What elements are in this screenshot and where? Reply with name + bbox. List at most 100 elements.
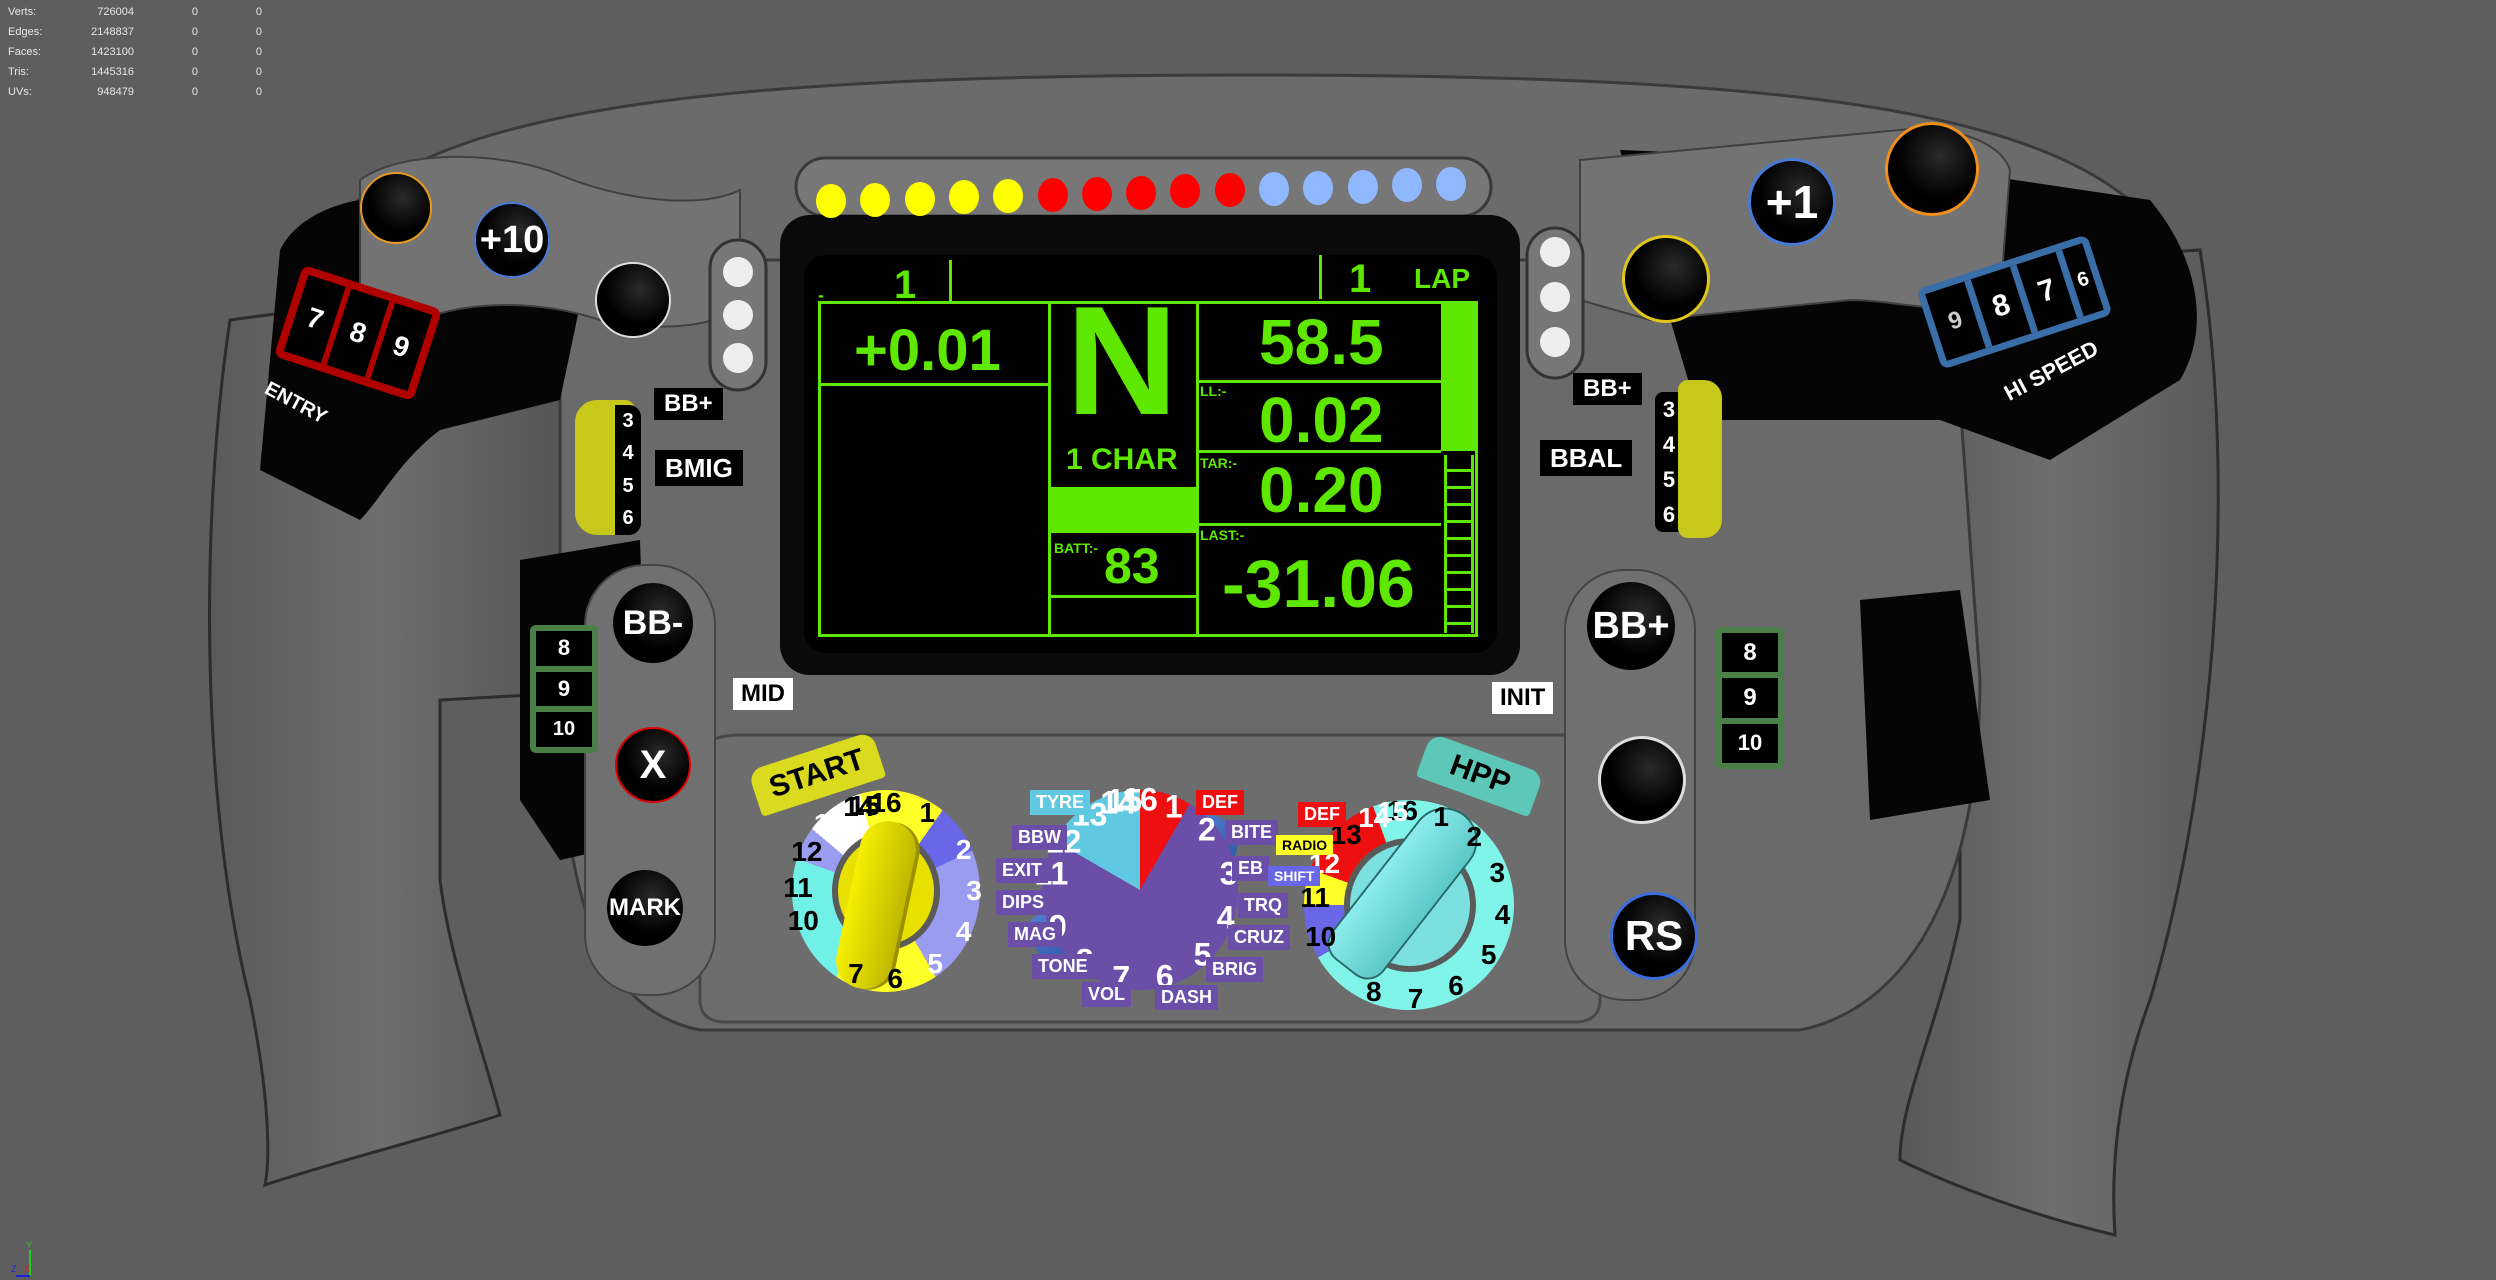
- bbal-label: BBAL: [1540, 440, 1633, 476]
- white-ring-button-left[interactable]: [595, 262, 671, 338]
- dial-number: 3: [966, 875, 982, 906]
- multi-dial-label: BITE: [1225, 820, 1279, 845]
- multi-dial-label: DEF: [1196, 790, 1244, 815]
- left-lower-thumbwheel[interactable]: 8 9 10: [530, 625, 598, 753]
- display-divider: [1048, 595, 1198, 598]
- display-divider: [1196, 523, 1441, 526]
- dial-number: 1: [1164, 788, 1183, 825]
- axis-gizmo: Y X Z: [11, 1240, 32, 1277]
- dial-number: 12: [791, 836, 823, 868]
- dial-number: 13: [813, 807, 845, 839]
- x-button[interactable]: X: [615, 727, 691, 803]
- plus1-button[interactable]: +1: [1748, 158, 1836, 246]
- dial-number: 4: [1494, 898, 1511, 930]
- dial-number: 10: [787, 905, 819, 937]
- dial-number: 14: [843, 791, 875, 823]
- hpp-dial-label-def: DEF: [1298, 802, 1346, 827]
- bb-minus-button[interactable]: BB-: [613, 583, 693, 663]
- bb-plus-button[interactable]: BB+: [1587, 582, 1675, 670]
- shift-light-led: [1347, 169, 1378, 204]
- dial-number: 1: [1433, 800, 1449, 832]
- display-divider: [1319, 255, 1322, 299]
- multi-dial-label: TYRE: [1030, 790, 1091, 815]
- plus10-button[interactable]: +10: [474, 202, 550, 278]
- shift-light-led: [993, 179, 1024, 214]
- display-gear: N: [1066, 274, 1178, 447]
- mark-button[interactable]: MARK: [607, 870, 683, 946]
- display-speed: 58.5: [1259, 306, 1384, 378]
- white-ring-button-right[interactable]: [1598, 736, 1686, 824]
- display-divider: [1196, 450, 1441, 453]
- display-last-label: LAST:-: [1200, 527, 1245, 543]
- dashboard-display: - 1 1 LAP +0.01 N 1 CHAR BATT:- 83 58.5 …: [804, 255, 1497, 653]
- multi-dial-label: DIPS: [996, 890, 1051, 915]
- hpp-dial-label-radio: RADIO: [1276, 835, 1334, 855]
- svg-text:X: X: [24, 1264, 30, 1274]
- yellow-ring-button-right[interactable]: [1622, 235, 1710, 323]
- rs-button[interactable]: RS: [1610, 892, 1698, 980]
- display-delta: +0.01: [854, 318, 1001, 383]
- right-lower-thumbwheel[interactable]: 8 9 10: [1716, 627, 1784, 769]
- display-divider: [949, 260, 952, 304]
- display-lap-label: LAP: [1414, 263, 1470, 294]
- display-batt-label: BATT:-: [1054, 540, 1099, 556]
- display-last-value: -31.06: [1222, 546, 1415, 622]
- dial-number: 2: [955, 833, 972, 865]
- dial-number: 11: [1300, 882, 1331, 914]
- display-ll-label: LL:-: [1200, 383, 1227, 399]
- dial-number: 8: [1365, 976, 1382, 1008]
- dial-number: 14: [1358, 801, 1390, 833]
- dial-number: 15: [1106, 782, 1143, 819]
- dial-number: 6: [1448, 970, 1464, 1002]
- dial-number: 15: [849, 789, 881, 821]
- display-tar-label: TAR:-: [1200, 455, 1238, 471]
- display-divider: [1196, 380, 1441, 383]
- hpp-dial-label-shift: SHIFT: [1268, 866, 1321, 886]
- dial-number: 15: [1377, 796, 1409, 828]
- dial-number: 3: [1489, 856, 1506, 888]
- shift-light-led: [860, 182, 891, 217]
- svg-text:Y: Y: [26, 1240, 32, 1250]
- shift-light-led: [904, 181, 935, 216]
- orange-ring-button-right[interactable]: [1885, 122, 1979, 216]
- display-tar-value: 0.20: [1259, 454, 1384, 526]
- dial-number: 4: [955, 916, 972, 948]
- display-vertical-gauge-fill: [1441, 301, 1478, 451]
- multi-dial-label: VOL: [1082, 982, 1132, 1007]
- dial-number: 1: [919, 797, 936, 829]
- display-bar-fill: [1048, 487, 1198, 533]
- bbal-thumbwheel-knob[interactable]: [1678, 380, 1722, 538]
- display-grid: [818, 301, 1478, 637]
- dial-number: 16: [870, 787, 902, 818]
- multi-dial-label: TONE: [1032, 954, 1094, 979]
- multi-dial-label: DASH: [1155, 985, 1219, 1010]
- dial-number: 16: [1122, 781, 1158, 818]
- shift-light-led: [1126, 175, 1157, 210]
- dial-number: 14: [1100, 784, 1137, 821]
- dial-number: 16: [1386, 795, 1419, 827]
- orange-ring-button-left[interactable]: [360, 172, 432, 244]
- multi-dial-label: BBW: [1012, 825, 1067, 850]
- display-divider: [818, 383, 1050, 386]
- bb-plus-label-right: BB+: [1573, 373, 1642, 405]
- shift-light-led: [948, 180, 979, 215]
- dial-number: 10: [1305, 921, 1337, 953]
- display-lap-number: 1: [1349, 257, 1372, 301]
- shift-light-led: [1214, 173, 1245, 208]
- multi-dial-label: BRIG: [1206, 957, 1263, 982]
- multi-dial-label: EXIT: [996, 858, 1049, 883]
- dial-number: 2: [1466, 821, 1483, 853]
- multi-dial-label: CRUZ: [1228, 925, 1290, 950]
- shift-light-led: [1081, 176, 1112, 211]
- dial-number: 2: [1197, 811, 1216, 848]
- dial-number: 7: [1407, 982, 1424, 1014]
- dial-number: 5: [1480, 938, 1497, 970]
- display-top-left-number: 1: [894, 263, 917, 307]
- shift-light-led: [1303, 170, 1334, 205]
- bb-plus-label-left: BB+: [654, 388, 723, 420]
- display-char-label: 1 CHAR: [1066, 443, 1178, 476]
- bmig-thumbwheel-scale: 3 4 5 6: [615, 405, 641, 535]
